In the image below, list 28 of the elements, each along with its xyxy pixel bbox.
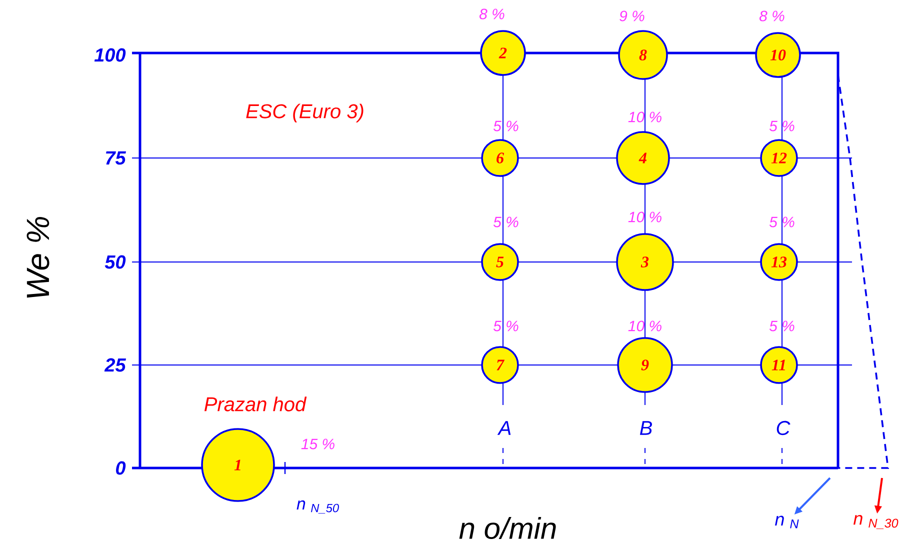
percentage-label: 8 %: [759, 10, 784, 22]
percentage-label: 10 %: [628, 212, 662, 222]
axis-tick-label: 75: [106, 151, 126, 165]
speed-label: n $_{N_30}$: [854, 514, 898, 530]
axis-tick-label: 50: [104, 255, 126, 269]
percentage-label: 10 %: [628, 112, 662, 122]
percentage-label: 5 %: [769, 120, 794, 132]
percentage-label: 5 %: [493, 320, 518, 332]
axis-tick-label: 25: [104, 358, 126, 372]
speed-label: n $_{N}$: [775, 516, 799, 528]
percentage-label: 15 %: [301, 438, 334, 450]
chart-title: ESC (Euro 3): [246, 104, 364, 122]
percentage-label: 5 %: [493, 120, 518, 132]
column-label: A: [497, 421, 511, 435]
percentage-label: 8 %: [479, 8, 504, 20]
column-label: C: [776, 420, 790, 436]
percentage-label: 5 %: [493, 216, 518, 228]
axis-tick-label: 0: [116, 461, 126, 475]
percentage-label: 5 %: [769, 216, 794, 228]
speed-label: n $_{N_50}$: [296, 500, 339, 514]
column-label: B: [640, 421, 652, 435]
percentage-label: 9 %: [620, 10, 644, 22]
point-label: Prazan hod: [204, 396, 307, 412]
percentage-label: 10 %: [628, 320, 662, 332]
percentage-label: 5 %: [769, 320, 794, 332]
axis-title: We %: [26, 217, 50, 298]
axis-tick-label: 100: [94, 48, 126, 62]
axis-title: n o/min: [459, 517, 556, 540]
